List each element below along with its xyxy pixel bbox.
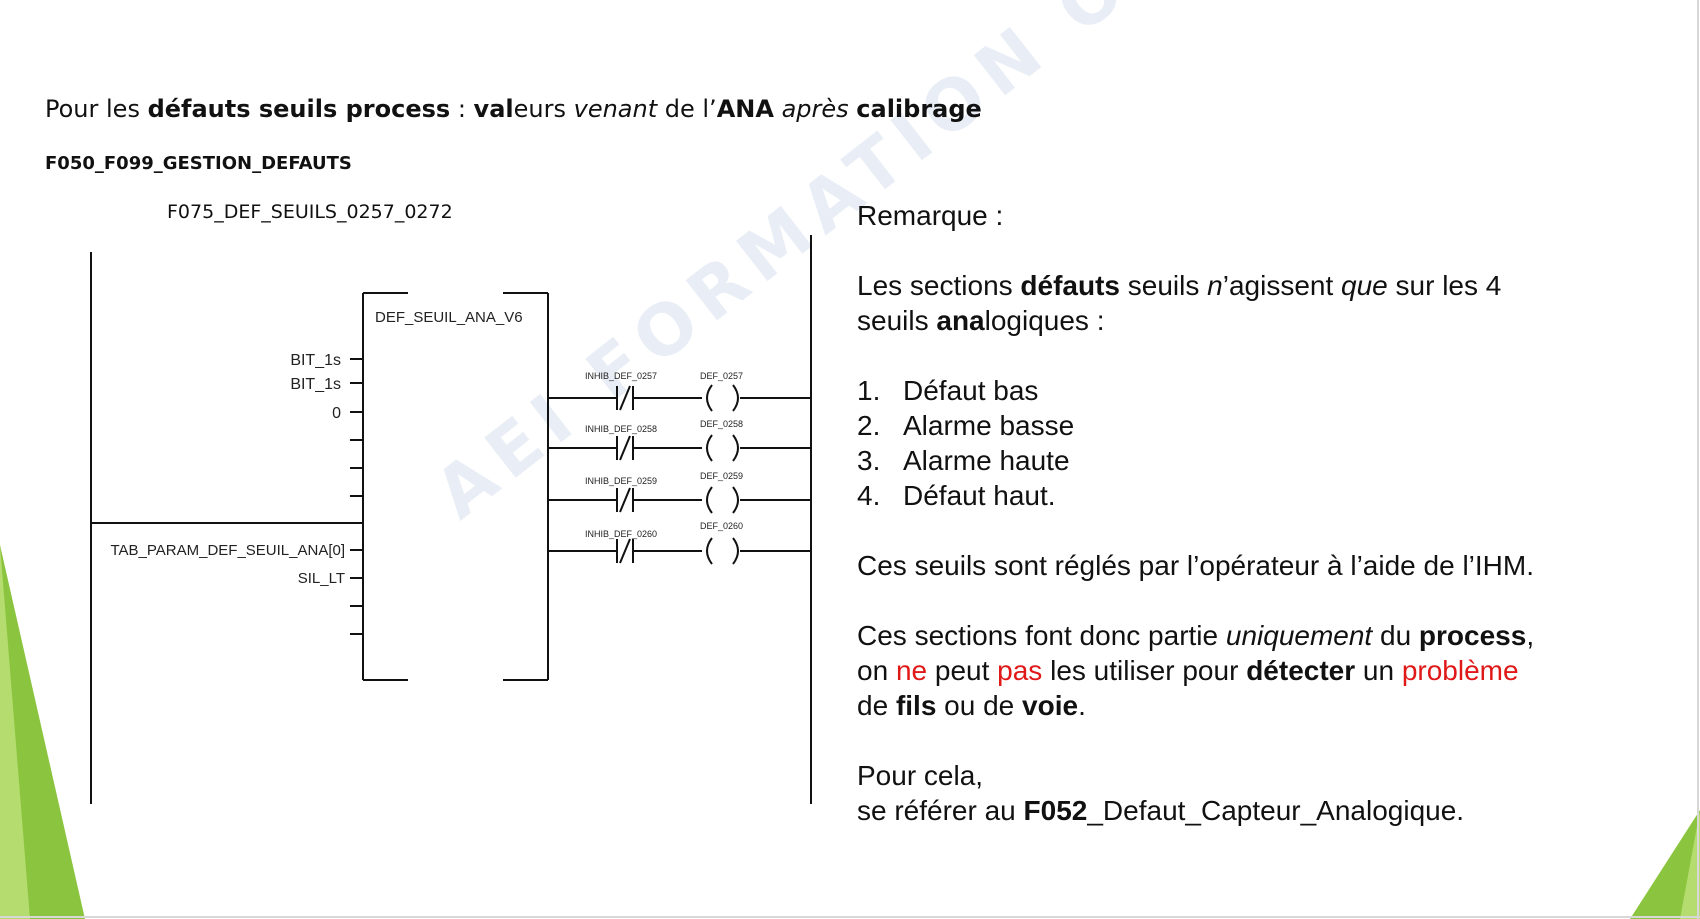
coil-label-1: DEF_0257 [700, 371, 743, 381]
contact-label-2: INHIB_DEF_0258 [585, 424, 657, 434]
remark-paragraph-3: Ces sections font donc partie uniquement… [857, 620, 1535, 721]
right-accent-highlight [1680, 810, 1700, 919]
function-block [362, 292, 549, 681]
section-name: F075_DEF_SEUILS_0257_0272 [167, 201, 453, 223]
function-block-name: DEF_SEUIL_ANA_V6 [375, 309, 523, 326]
list-item: 3.Alarme haute [857, 445, 1070, 476]
coil-label-2: DEF_0258 [700, 419, 743, 429]
remark-paragraph-1: Les sections défauts seuils n’agissent q… [857, 270, 1502, 336]
right-accent-shape [1630, 810, 1700, 919]
output-rung-2 [548, 434, 811, 462]
remark-paragraph-2: Ces seuils sont réglés par l’opérateur à… [857, 550, 1534, 581]
left-accent-highlight [0, 545, 30, 919]
output-rung-4 [548, 537, 811, 565]
remark-panel: Remarque : Les sections défauts seuils n… [857, 198, 1677, 828]
input-pins [350, 358, 363, 635]
remark-title: Remarque : [857, 200, 1004, 231]
contact-label-4: INHIB_DEF_0260 [585, 529, 657, 539]
input-label-bit-1s-a: BIT_1s [290, 352, 341, 369]
contact-label-3: INHIB_DEF_0259 [585, 476, 657, 486]
output-rung-3 [548, 486, 811, 514]
output-rung-1 [548, 384, 811, 412]
contact-label-1: INHIB_DEF_0257 [585, 371, 657, 381]
page-title: Pour les défauts seuils process : valeur… [45, 95, 982, 123]
input-label-sil-lt: SIL_LT [298, 570, 345, 587]
coil-label-4: DEF_0260 [700, 521, 743, 531]
list-item: 4.Défaut haut. [857, 480, 1056, 511]
input-label-tab-param: TAB_PARAM_DEF_SEUIL_ANA[0] [110, 542, 345, 559]
input-label-zero: 0 [332, 405, 341, 422]
remark-paragraph-4: Pour cela,se référer au F052_Defaut_Capt… [857, 760, 1465, 826]
threshold-list: 1.Défaut bas 2.Alarme basse 3.Alarme hau… [857, 373, 1677, 513]
program-name: F050_F099_GESTION_DEFAUTS [45, 153, 352, 174]
input-label-bit-1s-b: BIT_1s [290, 376, 341, 393]
list-item: 1.Défaut bas [857, 375, 1039, 406]
coil-label-3: DEF_0259 [700, 471, 743, 481]
list-item: 2.Alarme basse [857, 410, 1075, 441]
